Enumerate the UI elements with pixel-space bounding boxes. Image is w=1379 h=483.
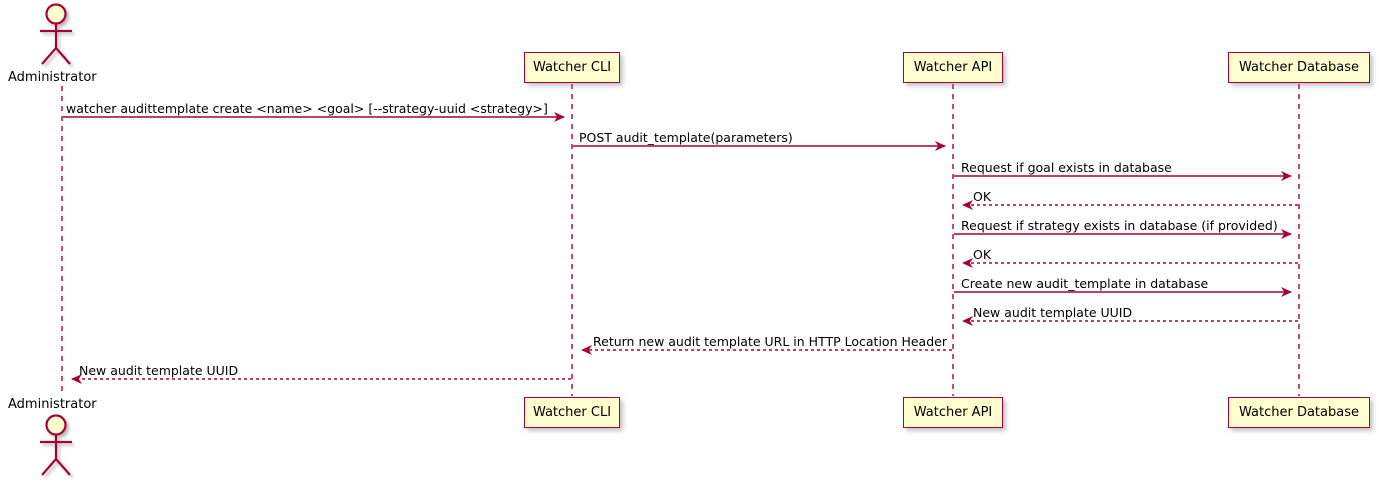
actor-administrator-bottom bbox=[40, 414, 72, 476]
message-label-4: OK bbox=[973, 189, 992, 204]
message-label-3: Request if goal exists in database bbox=[961, 160, 1172, 175]
message-label-8: New audit template UUID bbox=[973, 305, 1133, 320]
message-label-5: Request if strategy exists in database (… bbox=[961, 218, 1278, 233]
participant-watcher-api-bottom[interactable]: Watcher API bbox=[903, 397, 1003, 428]
message-label-9: Return new audit template URL in HTTP Lo… bbox=[593, 334, 947, 349]
message-label-10: New audit template UUID bbox=[79, 363, 239, 378]
message-label-6: OK bbox=[973, 247, 992, 262]
participant-label-watcher-api: Watcher API bbox=[913, 405, 993, 420]
lifelines bbox=[61, 84, 1300, 396]
participant-watcher-database-top[interactable]: Watcher Database bbox=[1228, 52, 1370, 83]
actor-label-administrator-top: Administrator bbox=[8, 70, 97, 85]
participant-label-watcher-database: Watcher Database bbox=[1239, 405, 1359, 420]
actor-administrator-top bbox=[40, 3, 72, 65]
participant-watcher-database-bottom[interactable]: Watcher Database bbox=[1228, 397, 1370, 428]
participant-label-watcher-cli: Watcher CLI bbox=[532, 405, 612, 420]
participant-label-watcher-cli: Watcher CLI bbox=[532, 60, 612, 75]
participant-label-watcher-database: Watcher Database bbox=[1239, 60, 1359, 75]
participant-watcher-cli-top[interactable]: Watcher CLI bbox=[524, 52, 620, 83]
actor-label-administrator-bottom: Administrator bbox=[8, 397, 97, 412]
participant-watcher-api-top[interactable]: Watcher API bbox=[903, 52, 1003, 83]
participant-label-watcher-api: Watcher API bbox=[913, 60, 993, 75]
message-arrows bbox=[63, 112, 1298, 384]
message-label-7: Create new audit_template in database bbox=[961, 276, 1209, 291]
participant-watcher-cli-bottom[interactable]: Watcher CLI bbox=[524, 397, 620, 428]
message-label-1: watcher audittemplate create <name> <goa… bbox=[66, 101, 548, 116]
message-label-2: POST audit_template(parameters) bbox=[579, 130, 793, 145]
